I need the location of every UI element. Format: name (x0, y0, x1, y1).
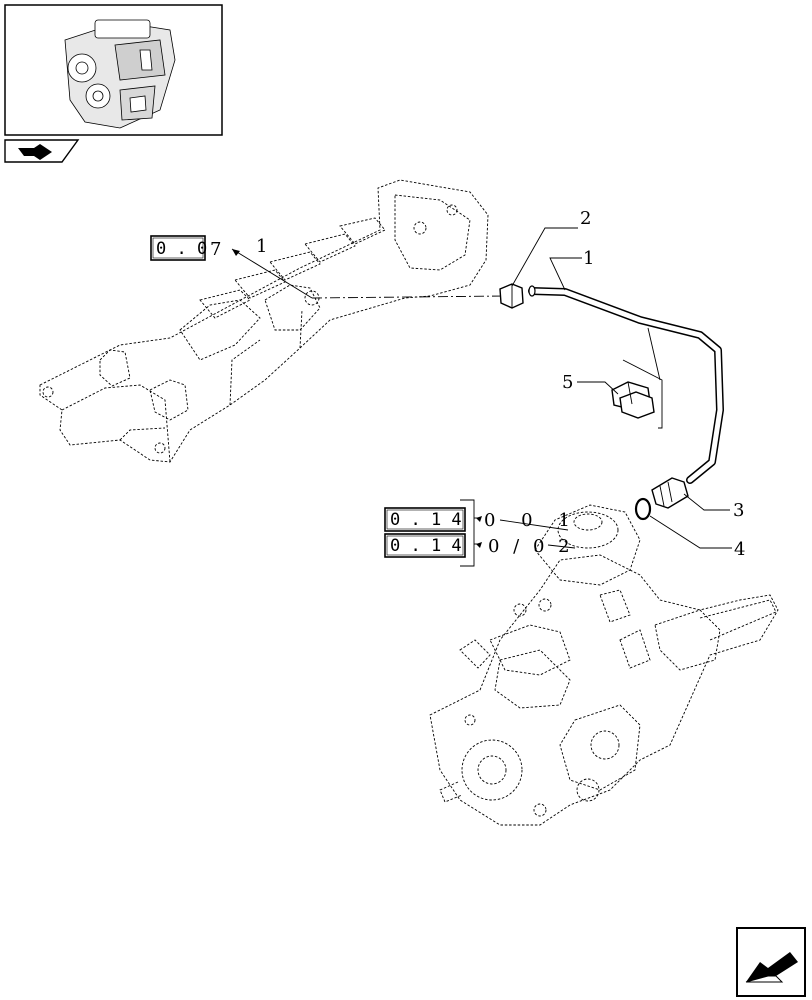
reference-pump-a-box-text: 0 . 1 4 (390, 510, 462, 530)
reference-pump-a[interactable]: 0 . 1 4 0 0 1 (384, 507, 580, 532)
previous-page-arrow-icon[interactable] (4, 139, 80, 163)
part-5-clip[interactable] (611, 381, 655, 419)
reference-manifold[interactable]: 0 . 0 7 1 (150, 235, 267, 261)
part-1-pipe[interactable] (528, 285, 724, 484)
reference-manifold-box-text: 0 . 0 (156, 239, 207, 259)
manifold-phantom (39, 179, 489, 463)
part-4-seal-ring[interactable] (634, 497, 652, 521)
leader-arrow (232, 249, 240, 256)
next-page-arrow-icon[interactable] (736, 927, 806, 997)
part-2-fitting[interactable] (499, 283, 524, 309)
leader-arrow (476, 516, 482, 522)
reference-pump-b-suffix: 0 / 0 2 (488, 536, 574, 557)
reference-pump-b-box-text: 0 . 1 4 (390, 536, 462, 556)
callout-5[interactable]: 5 (562, 372, 573, 393)
engine-thumbnail[interactable] (4, 4, 223, 136)
callout-1[interactable]: 1 (583, 248, 594, 269)
callout-4[interactable]: 4 (734, 539, 745, 560)
part-3-fitting[interactable] (651, 477, 689, 509)
reference-manifold-item: 1 (256, 236, 267, 257)
reference-pump-b[interactable]: 0 . 1 4 0 / 0 2 (384, 533, 574, 558)
injection-pump-phantom (429, 504, 779, 826)
callout-3[interactable]: 3 (733, 500, 744, 521)
callout-2[interactable]: 2 (580, 208, 591, 229)
centerline (311, 295, 506, 299)
reference-manifold-suffix: 7 (210, 239, 221, 260)
reference-pump-a-suffix: 0 0 1 (484, 510, 580, 531)
leader-lines (231, 227, 732, 567)
leader-arrow (476, 542, 482, 548)
